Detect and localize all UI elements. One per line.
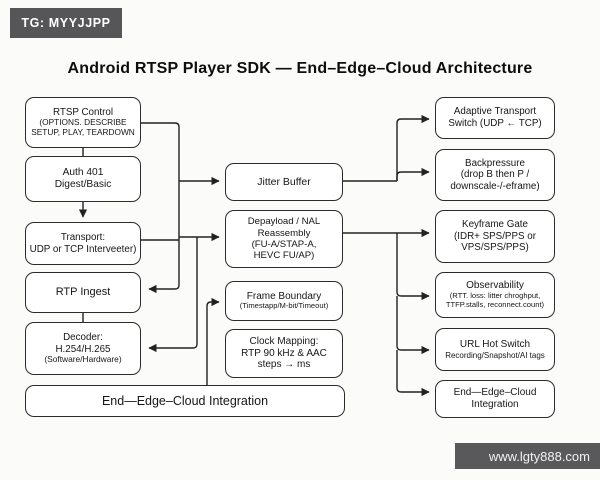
node-transport: Transport: UDP or TCP Interveeter) [25,222,141,265]
telegram-badge-label: TG: MYYJJPP [21,16,111,30]
node-rtsp-control: RTSP Control (OPTIONS. DESCRIBE SETUP, P… [25,97,141,148]
node-rtsp-control-sub: (OPTIONS. DESCRIBE SETUP, PLAY, TEARDOWN [31,117,135,138]
node-adaptive-transport-switch: Adaptive Transport Switch (UDP ← TCP) [435,97,555,139]
node-observability: Observability (RTT. loss: litter chroghp… [435,272,555,318]
node-jitter-buffer-title: Jitter Buffer [257,175,311,188]
node-end-edge-cloud-integration-bar: End—Edge–Cloud Integration [25,385,345,417]
node-auth-401: Auth 401 Digest/Basic [25,156,141,202]
node-integration-bar-title: End—Edge–Cloud Integration [101,393,269,408]
node-depayload-title: Depayload / NAL Reassembly (FU-A/STAP-A,… [247,216,321,262]
node-clock-mapping-title: Clock Mapping: RTP 90 kHz & AAC steps → … [241,335,327,371]
node-jitter-buffer: Jitter Buffer [225,163,343,201]
node-rtp-ingest-title: RTP Ingest [55,286,111,299]
node-decoder-title: Decoder: H.254/H.265 [55,332,111,355]
node-url-hot-switch-sub: Recording/Snapshot/AI tags [445,350,545,360]
watermark-url: www.lgty888.com [488,448,590,464]
page-title: Android RTSP Player SDK — End–Edge–Cloud… [67,60,533,77]
node-decoder-sub: (Software/Hardware) [44,354,122,365]
node-decoder: Decoder: H.254/H.265 (Software/Hardware) [25,322,141,375]
node-url-hot-switch-title: URL Hot Switch [459,338,531,350]
node-url-hot-switch: URL Hot Switch Recording/Snapshot/AI tag… [435,328,555,371]
node-keyframe-gate: Keyframe Gate (IDR+ SPS/PPS or VPS/SPS/P… [435,210,555,263]
node-observability-sub: (RTT. loss: litter chroghput, TTFP.stall… [445,290,545,309]
node-auth-401-title: Auth 401 Digest/Basic [54,166,112,190]
node-end-edge-cloud-integration: End—Edge–Cloud Integration [435,380,555,418]
node-backpressure-title: Backpressure (drop B then P / downscale-… [450,157,540,192]
node-adaptive-title: Adaptive Transport Switch (UDP ← TCP) [448,106,542,129]
node-frame-boundary-sub: (Timestapp/M-bit/Timeout) [239,301,329,311]
node-transport-title: Transport: UDP or TCP Interveeter) [29,231,137,255]
node-depayload-nal-reassembly: Depayload / NAL Reassembly (FU-A/STAP-A,… [225,210,343,268]
node-end-edge-right-title: End—Edge–Cloud Integration [453,387,537,410]
node-frame-boundary-title: Frame Boundary [246,290,322,302]
watermark-bar: www.lgty888.com [455,443,600,469]
node-rtsp-control-title: RTSP Control [52,106,114,118]
telegram-badge: TG: MYYJJPP [10,8,122,38]
node-frame-boundary: Frame Boundary (Timestapp/M-bit/Timeout) [225,281,343,321]
node-backpressure: Backpressure (drop B then P / downscale-… [435,149,555,201]
node-keyframe-title: Keyframe Gate (IDR+ SPS/PPS or VPS/SPS/P… [454,219,536,254]
node-rtp-ingest: RTP Ingest [25,272,141,313]
node-observability-title: Observability [466,280,524,292]
node-clock-mapping: Clock Mapping: RTP 90 kHz & AAC steps → … [225,329,343,378]
